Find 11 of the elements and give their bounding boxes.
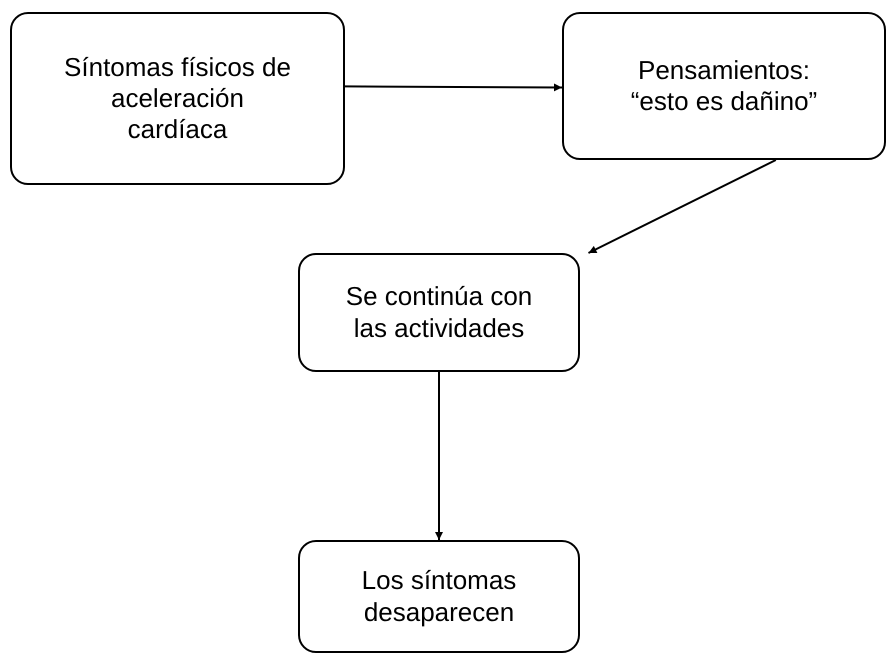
process-box [562,12,886,160]
arrow [588,159,776,254]
process-box [10,12,345,185]
process-box [298,540,580,653]
box-text: Síntomas físicos de aceleración cardíaca [64,52,291,146]
arrow [435,372,443,540]
box-text: Pensamientos: “esto es dañino” [630,54,818,118]
box-text: Los síntomas desaparecen [360,565,518,628]
arrow [345,83,562,92]
box-text: Se continúa con las actividades [344,281,534,344]
process-box [298,253,580,372]
